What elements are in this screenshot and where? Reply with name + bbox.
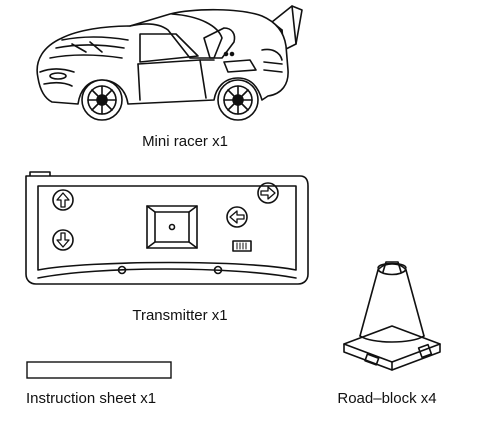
transmitter-drawing: [25, 171, 309, 285]
mini-racer-drawing: [36, 5, 303, 121]
road-block-label: Road–block x4: [337, 390, 436, 407]
instruction-sheet-label: Instruction sheet x1: [26, 390, 156, 407]
road-block-drawing: [343, 261, 441, 371]
instruction-sheet-drawing: [26, 361, 172, 379]
mini-racer-label: Mini racer x1: [142, 133, 228, 150]
transmitter-label: Transmitter x1: [132, 307, 227, 324]
